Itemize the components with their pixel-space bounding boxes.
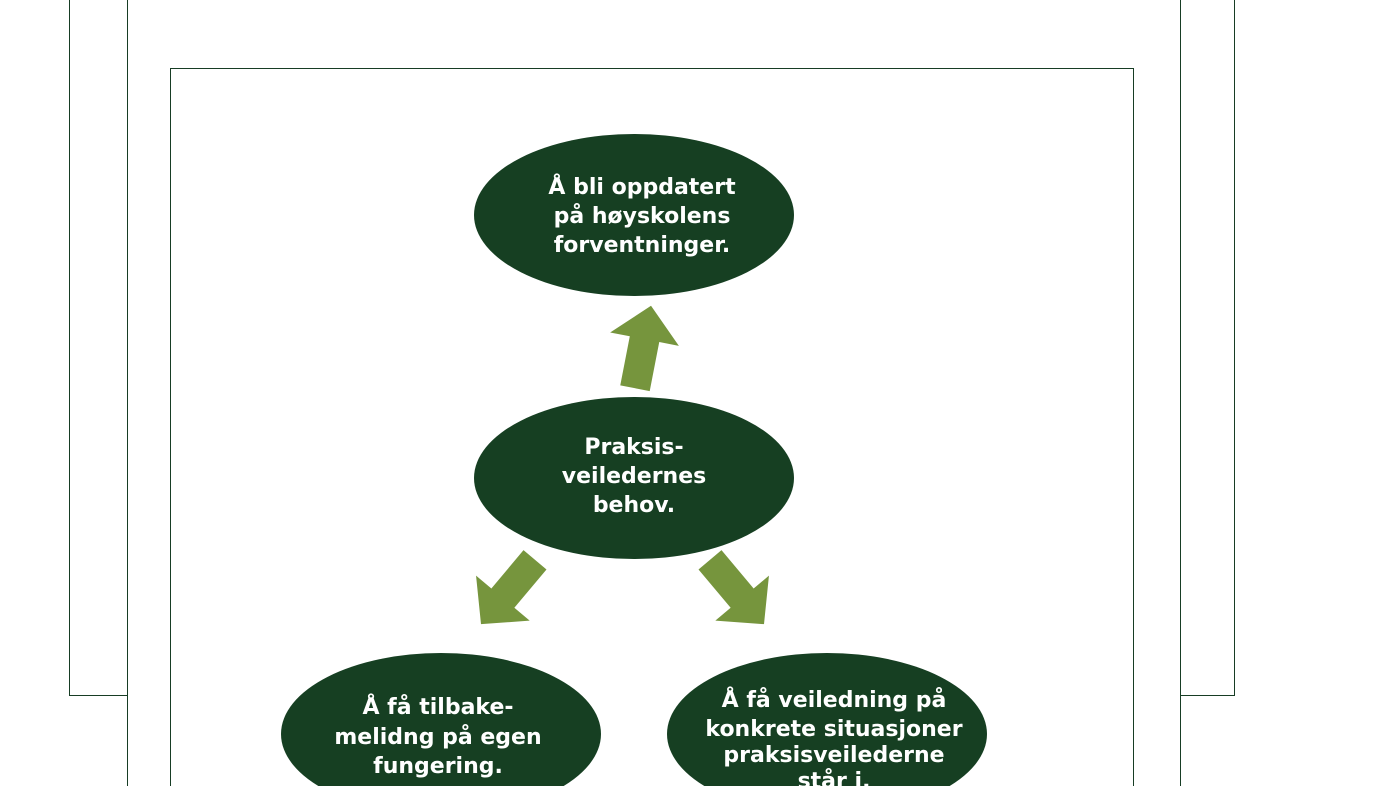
node-bottom-right-line-2: konkrete situasjoner xyxy=(705,717,962,742)
node-center-line-3: behov. xyxy=(593,493,675,518)
node-bottom-right-line-4: står i. xyxy=(798,768,871,786)
node-center-line-2: veiledernes xyxy=(562,464,706,489)
node-bottom-right-line-3: praksisveilederne xyxy=(723,743,944,768)
node-bottom-left-line-3: fungering. xyxy=(373,754,503,779)
node-bottom-left: Å få tilbake- melidng på egen fungering. xyxy=(281,653,601,786)
node-top-line-2: på høyskolens xyxy=(554,203,731,229)
node-top: Å bli oppdatert på høyskolens forventnin… xyxy=(474,134,794,296)
node-bottom-right-line-1: Å få veiledning på xyxy=(722,687,947,713)
node-center-line-1: Praksis- xyxy=(584,435,683,460)
arrow-down-right xyxy=(698,550,769,625)
node-bottom-right: Å få veiledning på konkrete situasjoner … xyxy=(667,653,987,786)
node-center-ellipse xyxy=(474,397,794,559)
node-bottom-right-ellipse xyxy=(667,653,987,786)
node-top-line-3: forventninger. xyxy=(554,233,731,258)
node-top-ellipse xyxy=(474,134,794,296)
node-center: Praksis- veiledernes behov. xyxy=(474,397,794,559)
node-top-line-1: Å bli oppdatert xyxy=(548,174,736,200)
node-bottom-left-ellipse xyxy=(281,653,601,786)
arrow-up xyxy=(610,305,679,392)
arrow-down-left xyxy=(476,550,547,625)
node-bottom-left-line-2: melidng på egen xyxy=(334,724,541,750)
node-bottom-left-line-1: Å få tilbake- xyxy=(362,694,513,720)
